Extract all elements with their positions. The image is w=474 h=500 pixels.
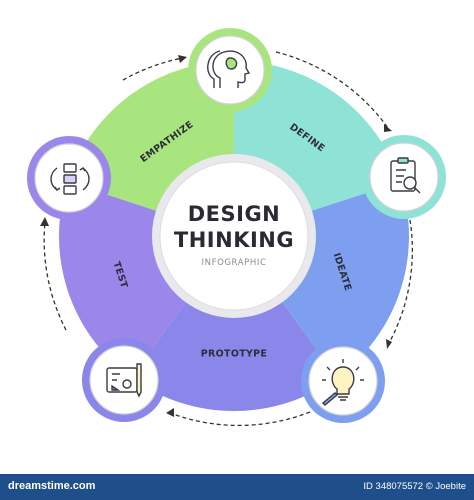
center-hub: DESIGN THINKING INFOGRAPHIC [152,154,316,318]
footer-bar: dreamstime.com ID 348075572 © Joebite [0,474,474,500]
segment-prototype [131,298,337,412]
center-title-line1: DESIGN [188,202,281,226]
design-thinking-diagram: EMPATHIZE DEFINE IDEATE PROTOTYPE TEST D… [27,28,446,427]
segment-define [234,61,401,213]
footer-credit: ID 348075572 © Joebite [363,481,466,492]
label-prototype: PROTOTYPE [201,349,267,360]
flowchart-cycle-icon [50,163,90,195]
head-profile-icon [207,50,251,88]
badge-prototype [82,338,166,422]
badge-test [27,136,111,220]
cycle-arrows [40,51,414,427]
clipboard-search-icon [390,157,421,194]
badge-define [362,135,446,219]
lightbulb-icon [321,359,364,406]
center-subtitle: INFOGRAPHIC [202,258,267,268]
blueprint-icon [106,363,142,398]
footer-brand: dreamstime.com [8,480,96,492]
badge-ideate [301,339,385,423]
center-title-line2: THINKING [174,228,294,252]
badge-empathize [188,28,272,112]
